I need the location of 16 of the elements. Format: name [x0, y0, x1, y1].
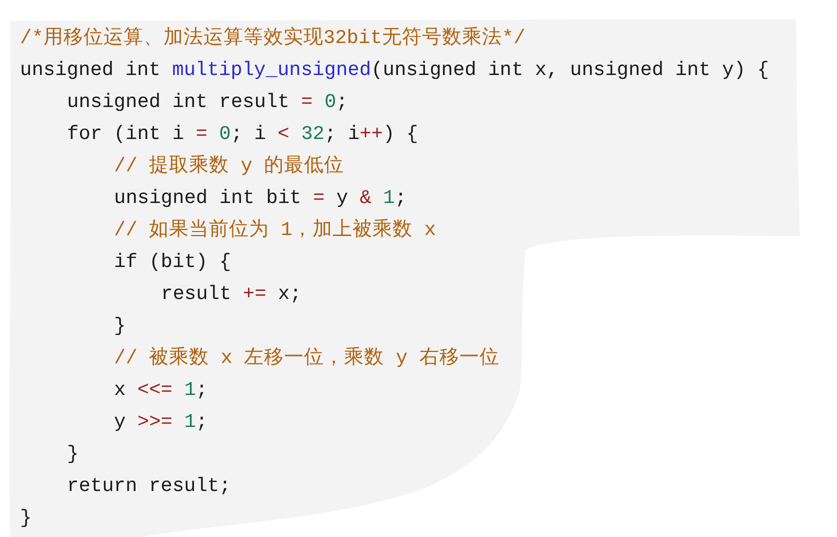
code-line: unsigned int multiply_unsigned(unsigned int x, unsigned int y) {: [20, 58, 769, 82]
code-line: // 被乘数 x 左移一位，乘数 y 右移一位: [114, 346, 500, 370]
code-line: for (int i = 0; i < 32; i++) {: [67, 122, 418, 146]
code-line: /*用移位运算、加法运算等效实现32bit无符号数乘法*/: [20, 26, 526, 50]
code-line: if (bit) {: [114, 250, 232, 274]
code-line: // 如果当前位为 1，加上被乘数 x: [114, 218, 436, 242]
code-line: x <<= 1;: [114, 378, 208, 402]
code-line: }: [67, 442, 79, 466]
code-line: unsigned int result = 0;: [67, 90, 348, 114]
code-line: }: [20, 506, 32, 530]
code-line: // 提取乘数 y 的最低位: [114, 154, 344, 178]
code-line: unsigned int bit = y & 1;: [114, 186, 407, 210]
code-line: result += x;: [161, 282, 302, 306]
code-line: y >>= 1;: [114, 410, 208, 434]
code-line: }: [114, 314, 126, 338]
code-line: return result;: [67, 474, 231, 498]
